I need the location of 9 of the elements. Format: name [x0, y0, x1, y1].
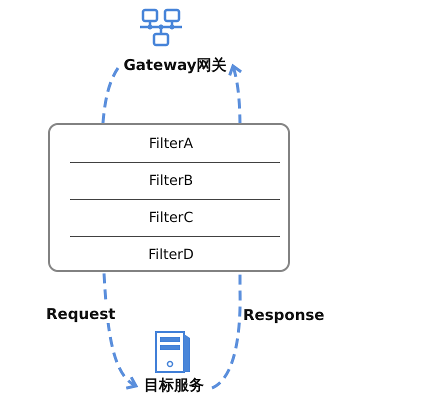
filter-chain-box: [48, 123, 290, 272]
filter-row: FilterB: [70, 164, 272, 198]
edge-label: Response: [243, 306, 324, 324]
service-label: 目标服务: [143, 376, 205, 395]
filter-row: FilterD: [70, 238, 272, 272]
filter-row: FilterC: [70, 201, 272, 235]
filter-row: FilterA: [70, 127, 272, 161]
gateway-label: Gateway网关: [122, 56, 228, 75]
edge-label: Request: [46, 305, 116, 323]
